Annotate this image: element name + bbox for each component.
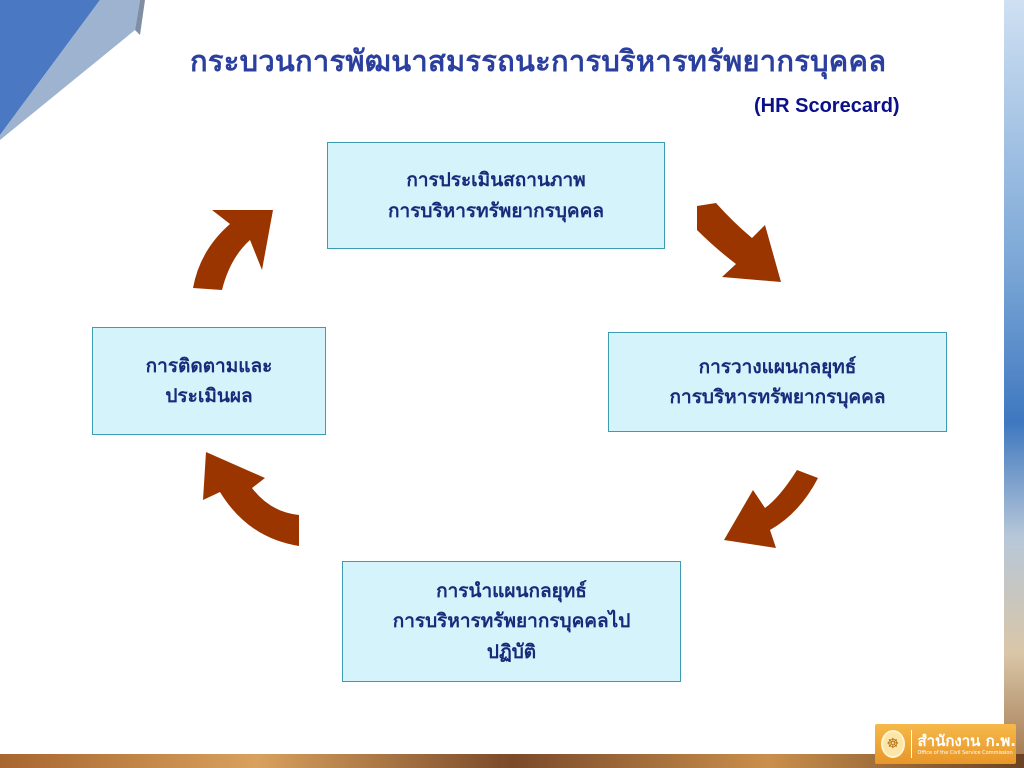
arrow-top-right (697, 203, 781, 282)
cycle-step-assess-line1: การประเมินสถานภาพ (406, 169, 586, 192)
arrow-bottom-right (724, 470, 818, 548)
logo-divider (910, 730, 912, 758)
cycle-step-plan-line1: การวางแผนกลยุทธ์ (698, 355, 857, 378)
cycle-step-monitor-line2: ประเมินผล (165, 385, 253, 407)
logo-name: สำนักงาน ก.พ. (917, 731, 1016, 750)
corner-decoration (0, 0, 145, 140)
cycle-step-plan-line2: การบริหารทรัพยากรบุคคล (669, 386, 886, 408)
arrow-top-left (193, 210, 273, 290)
ocsc-logo: ☸ สำนักงาน ก.พ. Office of the Civil Serv… (875, 724, 1016, 764)
slide-title: กระบวนการพัฒนาสมรรถนะการบริหารทรัพยากรบุ… (190, 44, 887, 78)
cycle-step-implement-line3: ปฏิบัติ (486, 640, 537, 663)
seal-icon: ☸ (881, 730, 905, 758)
cycle-step-monitor: การติดตามและ ประเมินผล (92, 327, 326, 435)
bottom-decorative-strip (0, 754, 1024, 768)
cycle-step-assess: การประเมินสถานภาพ การบริหารทรัพยากรบุคคล (327, 142, 665, 249)
cycle-step-plan: การวางแผนกลยุทธ์ การบริหารทรัพยากรบุคคล (608, 332, 947, 432)
cycle-step-implement-line2: การบริหารทรัพยากรบุคคลไป (392, 610, 631, 633)
logo-subtitle: Office of the Civil Service Commission (917, 749, 1013, 756)
cycle-step-implement: การนำแผนกลยุทธ์ การบริหารทรัพยากรบุคคลไป… (342, 561, 681, 682)
right-decorative-strip (1004, 0, 1024, 768)
slide-subtitle: (HR Scorecard) (754, 95, 900, 117)
cycle-step-implement-line1: การนำแผนกลยุทธ์ (436, 579, 587, 602)
arrow-bottom-left (203, 452, 299, 546)
cycle-step-assess-line2: การบริหารทรัพยากรบุคคล (388, 199, 604, 222)
cycle-step-monitor-line1: การติดตามและ (145, 354, 273, 377)
logo-text: สำนักงาน ก.พ. Office of the Civil Servic… (917, 732, 1016, 757)
